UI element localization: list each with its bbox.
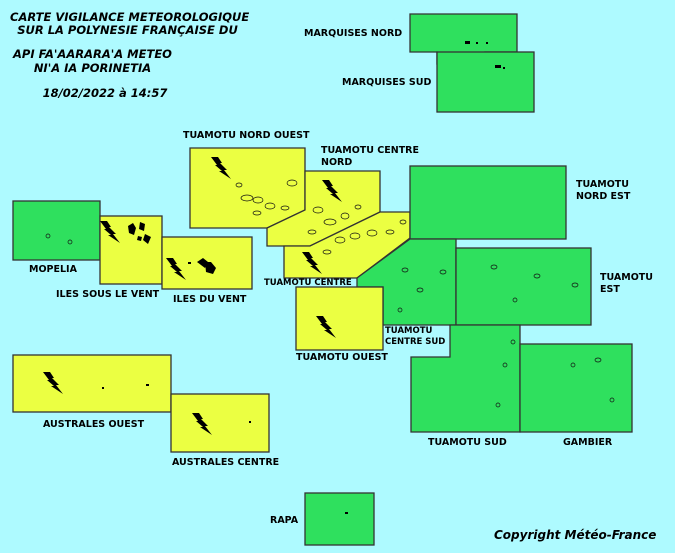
zone-rapa[interactable] [304,492,375,546]
label-iles-sous-le-vent: ILES SOUS LE VENT [56,289,160,300]
islands-iles-du-vent [188,258,216,274]
zone-tuamotu-ouest[interactable] [295,286,384,351]
label-tuamotu-sud: TUAMOTU SUD [428,437,507,448]
zone-tuamotu-est[interactable] [455,247,592,326]
zone-tuamotu-nord-est[interactable] [409,165,567,240]
label-tuamotu-ouest: TUAMOTU OUEST [296,352,388,363]
zone-australes-centre[interactable] [170,393,270,453]
label-tuamotu-centre: TUAMOTU CENTRE [264,278,352,288]
label-tuamotu-est-2: EST [600,284,620,295]
label-gambier: GAMBIER [563,437,613,448]
label-australes-centre: AUSTRALES CENTRE [172,457,280,468]
label-tuamotu-nord-est-2: NORD EST [576,191,631,202]
zone-marquises-sud[interactable] [436,51,535,113]
islands-tuamotu-centre-sud [397,267,447,313]
label-australes-ouest: AUSTRALES OUEST [43,419,145,430]
islands-tuamotu-nord-ouest [235,179,298,216]
label-tuamotu-est-1: TUAMOTU [600,272,653,283]
islands-australes-ouest [102,384,149,389]
copyright-text: Copyright Météo-France [494,528,657,542]
islands-mopelia [45,233,73,245]
islands-gambier [570,357,615,403]
label-tuamotu-nord-ouest: TUAMOTU NORD OUEST [183,130,310,141]
zone-iles-du-vent[interactable] [161,236,253,290]
islands-iles-sous-le-vent [128,222,151,244]
islands-tuamotu-centre-nord [307,204,362,235]
islands-australes-centre [249,421,251,423]
islands-tuamotu-est [490,264,579,303]
label-iles-du-vent: ILES DU VENT [173,294,247,305]
label-mopelia: MOPELIA [29,264,77,275]
island-rapa [345,512,348,514]
header-datetime: 18/02/2022 à 14:57 [42,86,168,100]
zone-mopelia[interactable] [12,200,101,261]
islands-tuamotu-centre [322,219,407,255]
header-line-1: CARTE VIGILANCE METEOROLOGIQUE [10,10,250,24]
header-line-2: SUR LA POLYNESIE FRANÇAISE DU [17,23,238,37]
islands-tuamotu-sud [495,339,516,408]
header-line-4: NI'A IA PORINETIA [33,61,152,75]
label-tuamotu-centre-sud-2: CENTRE SUD [385,337,446,347]
label-tuamotu-nord-est-1: TUAMOTU [576,179,629,190]
label-tuamotu-centre-sud-1: TUAMOTU [385,326,433,336]
zone-tuamotu-nord-ouest[interactable] [189,147,306,229]
zone-australes-ouest[interactable] [12,354,172,413]
header-line-3: API FA'AARARA'A METEO [13,47,172,61]
islands-marquises [465,41,505,69]
label-tuamotu-centre-nord-2: NORD [321,157,353,168]
zone-tuamotu-sud[interactable] [410,324,521,433]
label-rapa: RAPA [270,515,299,526]
label-marquises-sud: MARQUISES SUD [342,77,432,88]
label-tuamotu-centre-nord-1: TUAMOTU CENTRE [321,145,419,156]
label-marquises-nord: MARQUISES NORD [304,28,403,39]
zone-gambier[interactable] [519,343,633,433]
